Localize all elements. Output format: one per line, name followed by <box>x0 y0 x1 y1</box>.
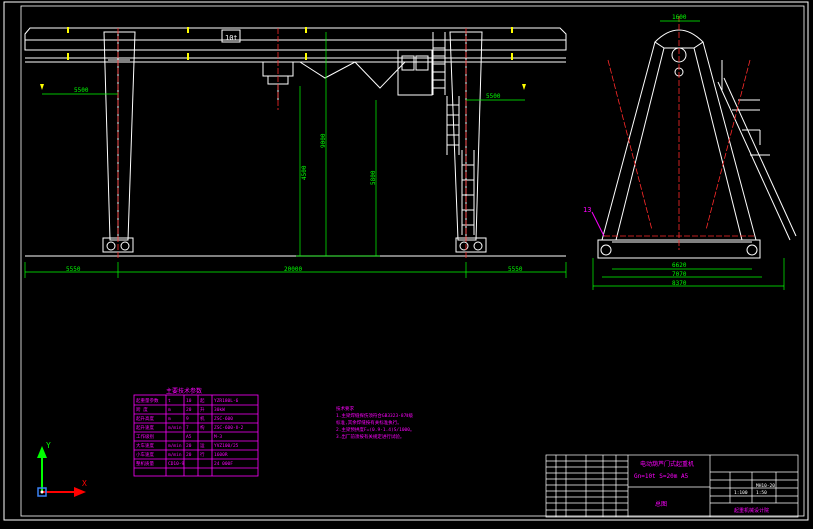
main-girder <box>24 27 567 51</box>
dim-hook-right: 5500 <box>486 93 501 100</box>
param-cell: 工作级别 <box>136 433 154 440</box>
param-cell: m <box>168 417 171 422</box>
side-balloon: 13 <box>583 206 591 214</box>
note-line: 1.主梁焊缝探伤须符合GB3323-87Ⅱ级 <box>336 412 414 419</box>
front-centerlines <box>117 28 467 260</box>
param-cell: 小车速度 <box>136 451 154 458</box>
param-cell: ZSC-600 <box>214 416 233 422</box>
drawing-frame-outer <box>3 1 809 521</box>
title-ratio: 1:100 <box>734 490 748 496</box>
param-cell: YZR180L-6 <box>214 398 239 404</box>
truss-chords <box>299 61 406 89</box>
param-cell: M-3 <box>214 434 222 440</box>
param-cell: 9 <box>186 416 189 422</box>
side-base-inner: 6620 <box>672 262 687 269</box>
param-cell: 升 <box>200 406 205 413</box>
left-leg <box>103 31 136 241</box>
param-cell: YVZ100/25 <box>214 443 239 449</box>
front-dimensions <box>24 32 567 278</box>
param-cell: 30kW <box>214 407 225 413</box>
param-cell: 1600R <box>214 452 228 458</box>
right-leg <box>449 31 483 241</box>
param-cell: m/min <box>168 452 182 458</box>
ucs-axis-icon <box>37 446 86 497</box>
param-cell: ZSC-600-Ⅱ-2 <box>214 425 244 431</box>
param-cell: t <box>168 398 171 404</box>
param-cell: m <box>168 408 171 413</box>
dim-span: 20000 <box>284 266 302 273</box>
side-base-outer: 8370 <box>672 280 687 287</box>
param-cell: 整机质量 <box>136 460 154 467</box>
param-cell: 行 <box>200 451 205 458</box>
param-table-rows: 起重量参数 t 10 起 YZR180L-6 跨 度 m 20 升 30kW 起升高度 m 9 机 ZSC-… <box>136 397 244 467</box>
param-cell: 起升速度 <box>136 424 154 431</box>
param-cell: 构 <box>200 424 205 431</box>
parameter-table <box>133 394 259 477</box>
hook-markers <box>40 84 526 90</box>
param-cell: CD10-9 <box>168 461 185 467</box>
param-cell: A5 <box>186 434 192 440</box>
param-cell: 大车速度 <box>136 442 154 449</box>
note-line: 技术要求 <box>336 405 354 412</box>
operator-cab <box>397 49 433 96</box>
side-base-mid: 7070 <box>672 271 687 278</box>
right-ladder <box>432 32 475 235</box>
note-line: 标准,其余焊缝按有关标准执行。 <box>336 419 402 426</box>
side-top-head <box>654 29 704 49</box>
dim-left-cant: 5550 <box>66 266 81 273</box>
param-cell: 运 <box>200 442 205 449</box>
param-cell: 20 <box>186 407 192 413</box>
dim-hook-left: 5500 <box>74 87 89 94</box>
param-cell: 起重量参数 <box>136 397 159 404</box>
param-cell: 20 <box>186 452 192 458</box>
capacity-label: 10t <box>225 34 238 42</box>
param-table-title: 主要技术参数 <box>166 387 202 395</box>
title-drawing-no: MH10-20 <box>756 483 775 489</box>
side-view <box>597 29 797 259</box>
title-drawing-name: 电动葫芦门式起重机 <box>640 460 694 468</box>
title-block <box>545 454 799 518</box>
dim-under-girder: 4500 <box>301 165 308 180</box>
param-cell: 起升高度 <box>136 415 154 422</box>
drawing-frame-inner <box>20 5 805 517</box>
note-line: 2.主梁预拱度F=(0.9-1.4)S/1000。 <box>336 426 414 433</box>
title-sheet-label: 总图 <box>655 500 667 508</box>
axis-y-label: Y <box>46 441 51 450</box>
param-cell: 7 <box>186 425 189 431</box>
param-cell: 20 <box>186 443 192 449</box>
side-top-dim: 1600 <box>672 14 687 21</box>
param-cell: 10 <box>186 398 192 404</box>
front-view <box>24 27 567 257</box>
dim-total-height: 9000 <box>320 133 327 148</box>
dim-inner-height: 5800 <box>370 170 377 185</box>
right-wheel-box <box>455 237 487 253</box>
dim-right-cant: 5550 <box>508 266 523 273</box>
note-line: 3.出厂前须按有关规定进行试验。 <box>336 433 404 440</box>
side-staircase <box>717 60 797 241</box>
capacity-label-box <box>221 29 241 43</box>
title-company: 起重机械设计院 <box>734 507 769 514</box>
param-cell: m/min <box>168 443 182 449</box>
param-cell: 24 000F <box>214 461 233 467</box>
param-cell: m/min <box>168 425 182 431</box>
title-scale: 1:50 <box>756 490 767 496</box>
axis-x-label: X <box>82 479 87 488</box>
param-cell: 机 <box>200 415 205 422</box>
title-drawing-spec: Gn=10t S=20m A5 <box>634 473 689 480</box>
param-cell: 跨 度 <box>136 406 148 413</box>
param-cell: 起 <box>200 398 205 404</box>
